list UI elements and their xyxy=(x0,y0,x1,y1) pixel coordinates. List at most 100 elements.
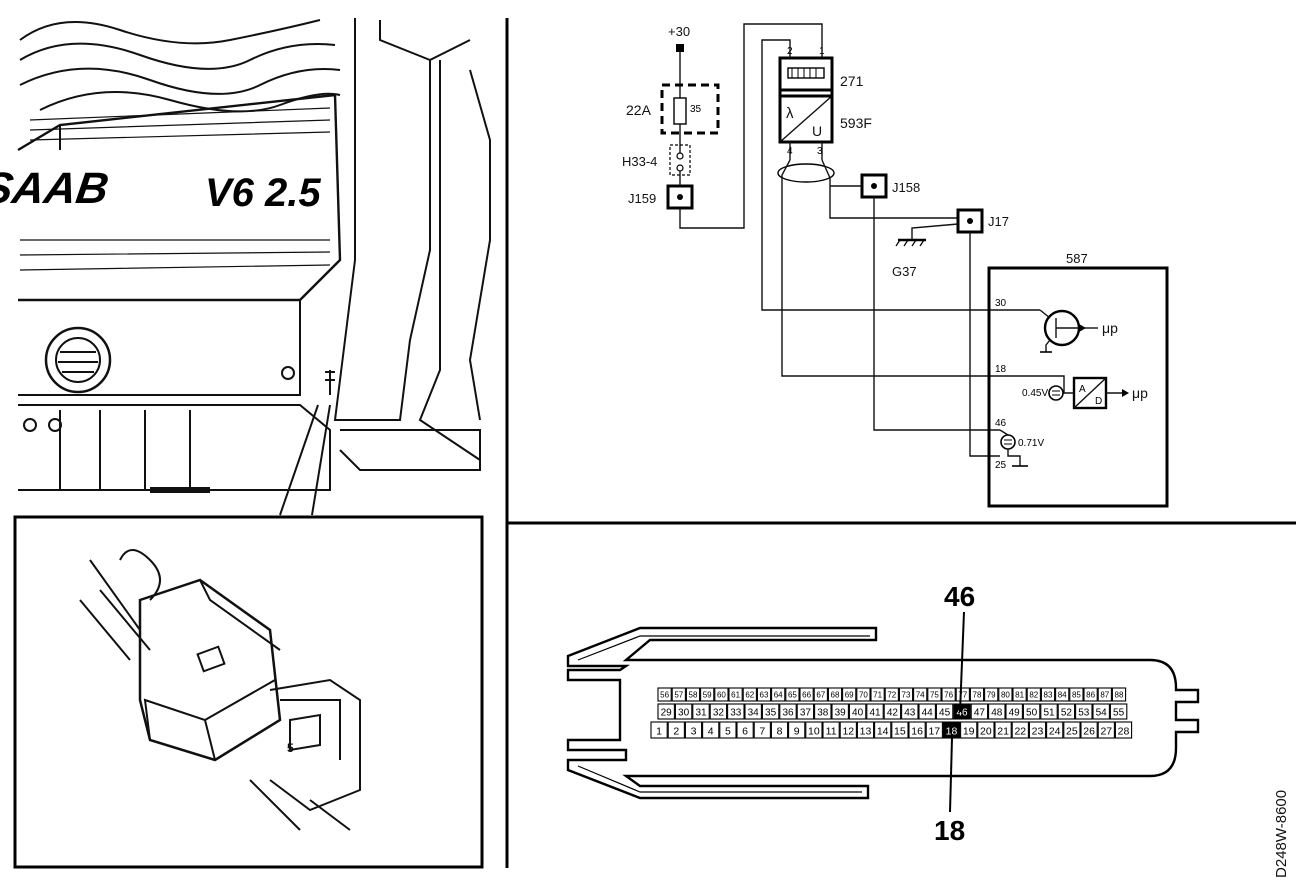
connector-pin-number: 19 xyxy=(963,726,975,738)
connector-pin-cell xyxy=(856,687,871,702)
ecu-pin-46: 46 xyxy=(995,418,1007,429)
connector-pin-number: 24 xyxy=(1049,726,1061,738)
connector-pin-number: 11 xyxy=(826,726,837,738)
connector-pin-cell xyxy=(814,703,832,720)
connector-pin-cell xyxy=(674,703,693,720)
connector-pin-number: 75 xyxy=(930,691,939,700)
adc-d: D xyxy=(1095,396,1102,407)
connector-pin-cell xyxy=(1080,721,1098,739)
connector-pin-number: 41 xyxy=(869,708,881,719)
connector-pin-number: 38 xyxy=(817,708,829,719)
connector-pin-cell xyxy=(1022,703,1041,720)
connector-pin-number: 26 xyxy=(1083,726,1095,738)
connector-pin-number: 3 xyxy=(691,726,697,738)
connector-pin-number: 6 xyxy=(742,726,748,738)
connector-pin-cell xyxy=(1092,703,1110,720)
connector-pin-cell xyxy=(684,721,703,739)
sensor-symbol-lambda: λ xyxy=(786,105,794,122)
connector-pin-cell xyxy=(702,721,720,739)
sensor-label: 593F xyxy=(840,115,872,131)
connector-pin-number: 73 xyxy=(902,691,911,700)
connector-pin-cell xyxy=(955,687,970,702)
adc-a: A xyxy=(1079,384,1086,395)
connector-pin-number: 17 xyxy=(928,726,940,738)
connector-pin-number: 62 xyxy=(745,691,754,700)
j159-label: J159 xyxy=(628,191,656,206)
connector-pin-cell xyxy=(925,721,943,739)
connector-pin-cell xyxy=(1011,721,1029,739)
sensor-pin-3: 3 xyxy=(817,146,823,157)
connector-pin-cell xyxy=(1055,687,1070,702)
relay-label: 271 xyxy=(840,73,864,89)
sensor-symbol-u: U xyxy=(812,123,822,139)
connector-pin-number: 35 xyxy=(765,708,777,719)
connector-pin-cell xyxy=(709,703,728,720)
connector-pin-number: 44 xyxy=(922,708,934,719)
connector-pin-cell xyxy=(770,721,789,739)
connector-pin-cell xyxy=(799,687,814,702)
connector-pin-cell xyxy=(842,687,857,702)
connector-pin-number: 81 xyxy=(1015,691,1024,700)
connector-pin-cell xyxy=(901,703,919,720)
connector-pin-cell xyxy=(685,687,701,702)
connector-pin-number: 80 xyxy=(1001,691,1010,700)
relay-pin-2: 2 xyxy=(787,46,793,57)
connector-pin-cell xyxy=(796,703,815,720)
callout-lines xyxy=(949,611,965,813)
connector-pin-number: 88 xyxy=(1115,691,1124,700)
connector-pin-number: 14 xyxy=(877,726,889,738)
engine-badge: V6 2.5 xyxy=(205,171,321,215)
connector-pin-cell xyxy=(1097,721,1115,739)
connector-pin-number: 69 xyxy=(845,691,854,700)
ecu-pin-18: 18 xyxy=(995,364,1007,375)
connector-pin-number: 51 xyxy=(1043,708,1055,719)
connector-pin-number: 61 xyxy=(731,691,740,700)
connector-pin-cell xyxy=(692,703,710,720)
svg-text:5: 5 xyxy=(287,741,294,755)
ecu-pin-25: 25 xyxy=(995,460,1007,471)
connector-pin-cell xyxy=(998,687,1013,702)
callout-46: 46 xyxy=(944,581,975,612)
connector-pin-cell xyxy=(891,721,909,739)
connector-pin-cell xyxy=(822,721,840,739)
connector-pin-number: 74 xyxy=(916,691,925,700)
connector-pin-cell xyxy=(1097,687,1112,702)
h33-label: H33-4 xyxy=(622,154,657,169)
connector-pin-number: 2 xyxy=(673,726,679,738)
connector-pin-cell xyxy=(866,703,884,720)
connector-inset: 5 xyxy=(13,515,484,869)
figure-code: D248W-8600 xyxy=(1273,790,1290,878)
connector-pin-number: 20 xyxy=(980,726,992,738)
connector-pin-number: 1 xyxy=(656,726,662,738)
fuse-rating: 35 xyxy=(690,104,702,115)
j158-label: J158 xyxy=(892,180,920,195)
ecu-volt-1: 0.45V xyxy=(1022,388,1048,399)
connector-pin-number: 57 xyxy=(674,691,683,700)
connector-pin-number: 50 xyxy=(1026,708,1038,719)
connector-pin-number: 85 xyxy=(1072,691,1081,700)
connector-pin-cell xyxy=(1111,687,1127,702)
connector-pin-number: 18 xyxy=(946,726,958,738)
connector-pin-cell xyxy=(1057,703,1076,720)
connector-pin-number: 28 xyxy=(1118,726,1130,738)
panel-dividers xyxy=(505,18,1296,868)
connector-pin-cell xyxy=(1040,703,1058,720)
connector-pin-number: 31 xyxy=(695,708,707,719)
connector-pin-number: 22 xyxy=(1014,726,1026,738)
connector-pin-cell xyxy=(714,687,729,702)
connector-pin-number: 4 xyxy=(708,726,714,738)
connector-pin-cell xyxy=(657,703,675,720)
connector-pin-number: 34 xyxy=(748,708,760,719)
connector-pin-cell xyxy=(1083,687,1098,702)
connector-pin-cell xyxy=(667,721,685,739)
connector-pin-number: 67 xyxy=(816,691,825,700)
connector-face-outline xyxy=(566,626,1200,800)
connector-pin-cell xyxy=(1046,721,1064,739)
circuit-schematic xyxy=(660,23,1169,508)
connector-pin-cell xyxy=(761,703,780,720)
connector-pin-number: 7 xyxy=(759,726,765,738)
connector-pin-cell xyxy=(856,721,875,739)
connector-pin-number: 56 xyxy=(660,691,669,700)
connector-pin-cell xyxy=(742,687,757,702)
